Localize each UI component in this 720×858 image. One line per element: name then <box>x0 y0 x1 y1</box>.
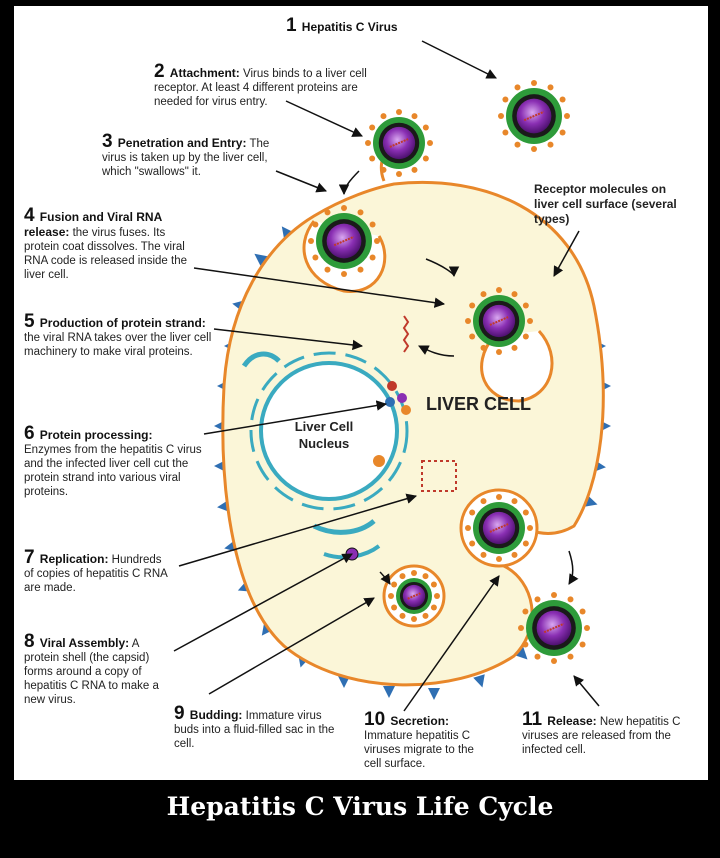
viral-protein <box>397 393 407 403</box>
immature-virus <box>388 570 440 622</box>
rna-copies <box>421 460 457 492</box>
nucleus-envelope <box>259 361 399 501</box>
receptor-spike <box>514 646 528 660</box>
receptor-spike <box>338 676 350 688</box>
diagram-frame: 1 Hepatitis C Virus 2 Attachment: Virus … <box>14 6 708 780</box>
viral-rna-strand <box>402 315 410 353</box>
fusion-vesicle <box>480 329 554 403</box>
receptor-spike <box>254 253 268 266</box>
entering-virus <box>308 205 380 277</box>
er-fold <box>241 351 281 368</box>
free-virus <box>498 80 570 152</box>
life-cycle-diagram <box>173 40 611 712</box>
pointer-lines <box>173 40 600 712</box>
step-2: 2 Attachment: Virus binds to a liver cel… <box>154 61 367 108</box>
step-3: 3 Penetration and Entry: The virus is ta… <box>102 131 270 178</box>
step-10: 10 Secretion: Immature hepatitis C virus… <box>364 709 474 770</box>
receptor-label: Receptor molecules on liver cell surface… <box>534 182 677 226</box>
liver-cell-label: LIVER CELL <box>426 394 532 414</box>
virus-particles <box>308 80 590 664</box>
receptor-spike <box>383 686 395 698</box>
step-9: 9 Budding: Immature virus buds into a fl… <box>174 703 335 750</box>
fusing-virus <box>465 287 533 355</box>
er-fold <box>312 519 376 535</box>
step-7: 7 Replication: Hundreds of copies of hep… <box>24 547 168 594</box>
receptor-spike <box>473 674 485 688</box>
page-title: Hepatitis C Virus Life Cycle <box>166 792 554 821</box>
enzyme <box>373 455 385 467</box>
step-11: 11 Release: New hepatitis C viruses are … <box>522 709 681 756</box>
released-virus <box>518 592 590 664</box>
endoplasmic-reticulum <box>249 351 409 511</box>
viral-protein <box>385 397 395 407</box>
attaching-virus <box>365 109 433 177</box>
step-5: 5 Production of protein strand: the vira… <box>24 311 212 358</box>
secreting-virus <box>465 494 533 562</box>
step-6: 6 Protein processing: Enzymes from the h… <box>24 423 202 498</box>
step-8: 8 Viral Assembly: A protein shell (the c… <box>24 631 159 706</box>
viral-protein <box>387 381 397 391</box>
nucleus-label: Liver Cell Nucleus <box>294 419 354 451</box>
step-4: 4 Fusion and Viral RNA release: the viru… <box>24 205 188 281</box>
viral-protein <box>401 405 411 415</box>
receptor-spike <box>428 688 440 700</box>
receptor-spike <box>281 226 294 240</box>
step-1: 1 Hepatitis C Virus <box>286 15 398 36</box>
